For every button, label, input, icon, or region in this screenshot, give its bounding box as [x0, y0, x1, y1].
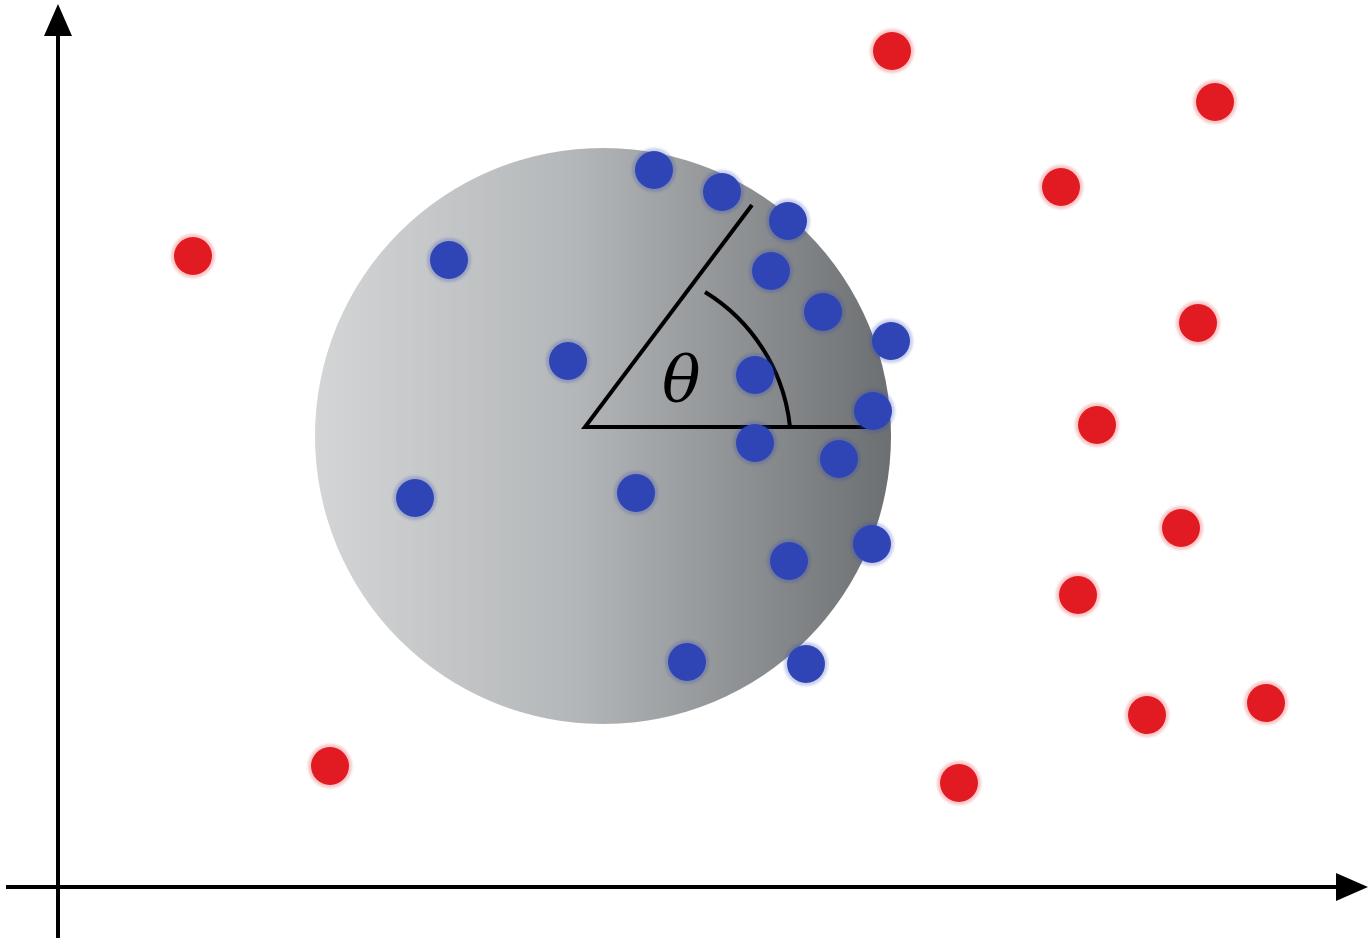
- blue-point: [396, 479, 434, 517]
- blue-point: [769, 202, 807, 240]
- axes: [6, 4, 1368, 938]
- red-point: [1042, 168, 1080, 206]
- blue-point: [549, 342, 587, 380]
- red-point: [1128, 696, 1166, 734]
- red-point: [1078, 406, 1116, 444]
- blue-point: [804, 293, 842, 331]
- blue-point: [736, 424, 774, 462]
- blue-point: [668, 643, 706, 681]
- red-point: [311, 747, 349, 785]
- points-layer: [171, 29, 1288, 805]
- blue-point: [617, 474, 655, 512]
- blue-point: [736, 356, 774, 394]
- red-point: [1162, 509, 1200, 547]
- y-axis-arrowhead: [44, 4, 72, 36]
- red-point: [873, 32, 911, 70]
- blue-point: [854, 392, 892, 430]
- angle-rays: [580, 203, 868, 429]
- shaded-region: [315, 148, 891, 724]
- blue-point: [872, 322, 910, 360]
- red-point: [1196, 83, 1234, 121]
- red-point: [1247, 684, 1285, 722]
- angle-arc: [703, 290, 792, 428]
- blue-point: [787, 645, 825, 683]
- red-point: [1059, 576, 1097, 614]
- angle-theta-label: θ: [662, 344, 701, 418]
- blue-point: [853, 525, 891, 563]
- blue-point: [770, 542, 808, 580]
- blue-point: [635, 151, 673, 189]
- blue-point: [430, 241, 468, 279]
- blue-point: [752, 252, 790, 290]
- red-point: [174, 237, 212, 275]
- blue-point: [820, 440, 858, 478]
- x-axis-arrowhead: [1336, 873, 1368, 901]
- red-point: [940, 764, 978, 802]
- red-point: [1179, 304, 1217, 342]
- blue-point: [703, 173, 741, 211]
- angle-marker: θ: [580, 203, 868, 429]
